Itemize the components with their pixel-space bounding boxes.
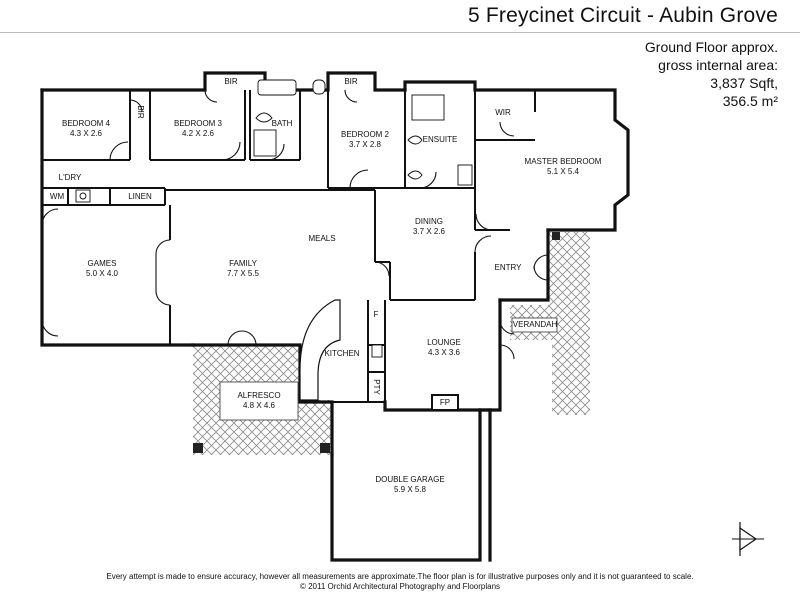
room-bir-bedroom-3: BIR: [224, 77, 237, 87]
room-alfresco: ALFRESCO 4.8 X 4.6: [237, 391, 280, 411]
verandah-label-box: [511, 317, 558, 333]
room-washing-machine: WM: [50, 192, 64, 202]
alfresco-label-box: [219, 381, 299, 421]
alfresco-corner: [193, 443, 203, 453]
room-meals: MEALS: [308, 234, 335, 244]
room-meals-name: MEALS: [308, 234, 336, 243]
area-line-4: 356.5 m²: [722, 93, 778, 109]
room-alfresco-dims: 4.8 X 4.6: [242, 401, 276, 410]
room-lounge: LOUNGE 4.3 X 3.6: [427, 338, 461, 358]
room-verandah: VERANDAH: [513, 320, 557, 330]
room-family-dims: 7.7 X 5.5: [226, 269, 260, 278]
room-bath: BATH: [272, 119, 293, 129]
area-line-1: Ground Floor approx.: [644, 39, 778, 55]
room-family-name: FAMILY: [229, 259, 257, 268]
room-bedroom-2-dims: 3.7 X 2.8: [348, 140, 382, 149]
room-bath-name: BATH: [271, 119, 293, 128]
room-bedroom-4-name: BEDROOM 4: [61, 119, 111, 128]
area-line-2: gross internal area:: [658, 57, 778, 73]
area-summary: Ground Floor approx. gross internal area…: [645, 38, 778, 110]
plan-title: 5 Freycinet Circuit - Aubin Grove: [467, 4, 778, 27]
room-linen-name: LINEN: [128, 192, 152, 201]
room-ensuite: ENSUITE: [423, 135, 458, 145]
room-wir-name: WIR: [495, 108, 511, 117]
room-dining-dims: 3.7 X 2.6: [412, 227, 446, 236]
room-entry: ENTRY: [495, 263, 522, 273]
room-alfresco-name: ALFRESCO: [237, 391, 281, 400]
room-bedroom-3-dims: 4.2 X 2.6: [181, 129, 215, 138]
room-dining: DINING 3.7 X 2.6: [413, 217, 445, 237]
room-ensuite-name: ENSUITE: [422, 135, 458, 144]
room-games-dims: 5.0 X 4.0: [85, 269, 119, 278]
room-games: GAMES 5.0 X 4.0: [86, 259, 118, 279]
room-bir-bedroom-4: BIR: [135, 105, 145, 118]
room-verandah-name: VERANDAH: [512, 320, 558, 329]
fixture-fireplace-name: FP: [439, 398, 451, 407]
room-pantry: PTY: [371, 379, 381, 395]
room-lounge-dims: 4.3 X 3.6: [427, 348, 461, 357]
room-laundry: L'DRY: [59, 173, 82, 183]
footer-copyright: © 2011 Orchid Architectural Photography …: [299, 582, 501, 591]
room-wir: WIR: [495, 108, 511, 118]
room-bedroom-4-dims: 4.3 X 2.6: [69, 129, 103, 138]
room-dining-name: DINING: [415, 217, 443, 226]
room-bedroom-4: BEDROOM 4 4.3 X 2.6: [62, 119, 110, 139]
room-wm-name: WM: [49, 192, 65, 201]
footer: Every attempt is made to ensure accuracy…: [0, 572, 800, 592]
room-master-bedroom: MASTER BEDROOM 5.1 X 5.4: [523, 157, 603, 177]
kitchen-bench: [299, 299, 341, 401]
area-line-3: 3,837 Sqft,: [710, 75, 778, 91]
room-master-name: MASTER BEDROOM: [524, 157, 602, 166]
room-lounge-name: LOUNGE: [427, 338, 461, 347]
bath-fixtures: [75, 79, 473, 358]
room-linen: LINEN: [128, 192, 152, 202]
room-bir-bedroom-2: BIR: [344, 77, 357, 87]
room-laundry-name: L'DRY: [58, 173, 82, 182]
room-bedroom-2-name: BEDROOM 2: [340, 130, 390, 139]
room-pantry-name: PTY: [372, 379, 381, 395]
room-kitchen: KITCHEN: [324, 349, 359, 359]
room-master-dims: 5.1 X 5.4: [546, 167, 580, 176]
room-bedroom-2: BEDROOM 2 3.7 X 2.8: [341, 130, 389, 150]
room-bedroom-3-name: BEDROOM 3: [173, 119, 223, 128]
room-garage-name: DOUBLE GARAGE: [375, 475, 445, 484]
verandah-corner: [552, 232, 560, 240]
alfresco-corner-2: [320, 443, 330, 453]
fixture-fridge: F: [374, 310, 379, 320]
fixture-fireplace: FP: [440, 398, 450, 408]
north-arrow-icon: [732, 522, 764, 556]
room-games-name: GAMES: [87, 259, 117, 268]
door-swings: [41, 89, 549, 360]
room-kitchen-name: KITCHEN: [324, 349, 360, 358]
room-double-garage: DOUBLE GARAGE 5.9 X 5.8: [375, 475, 445, 495]
room-bir-1-name: BIR: [136, 105, 145, 119]
title-divider: [0, 32, 800, 33]
room-bir-2-name: BIR: [224, 77, 238, 86]
footer-disclaimer: Every attempt is made to ensure accuracy…: [106, 572, 694, 581]
fixture-fridge-name: F: [373, 310, 379, 319]
room-garage-dims: 5.9 X 5.8: [393, 485, 427, 494]
room-bedroom-3: BEDROOM 3 4.2 X 2.6: [174, 119, 222, 139]
room-entry-name: ENTRY: [494, 263, 522, 272]
room-bir-3-name: BIR: [344, 77, 358, 86]
room-family: FAMILY 7.7 X 5.5: [227, 259, 259, 279]
